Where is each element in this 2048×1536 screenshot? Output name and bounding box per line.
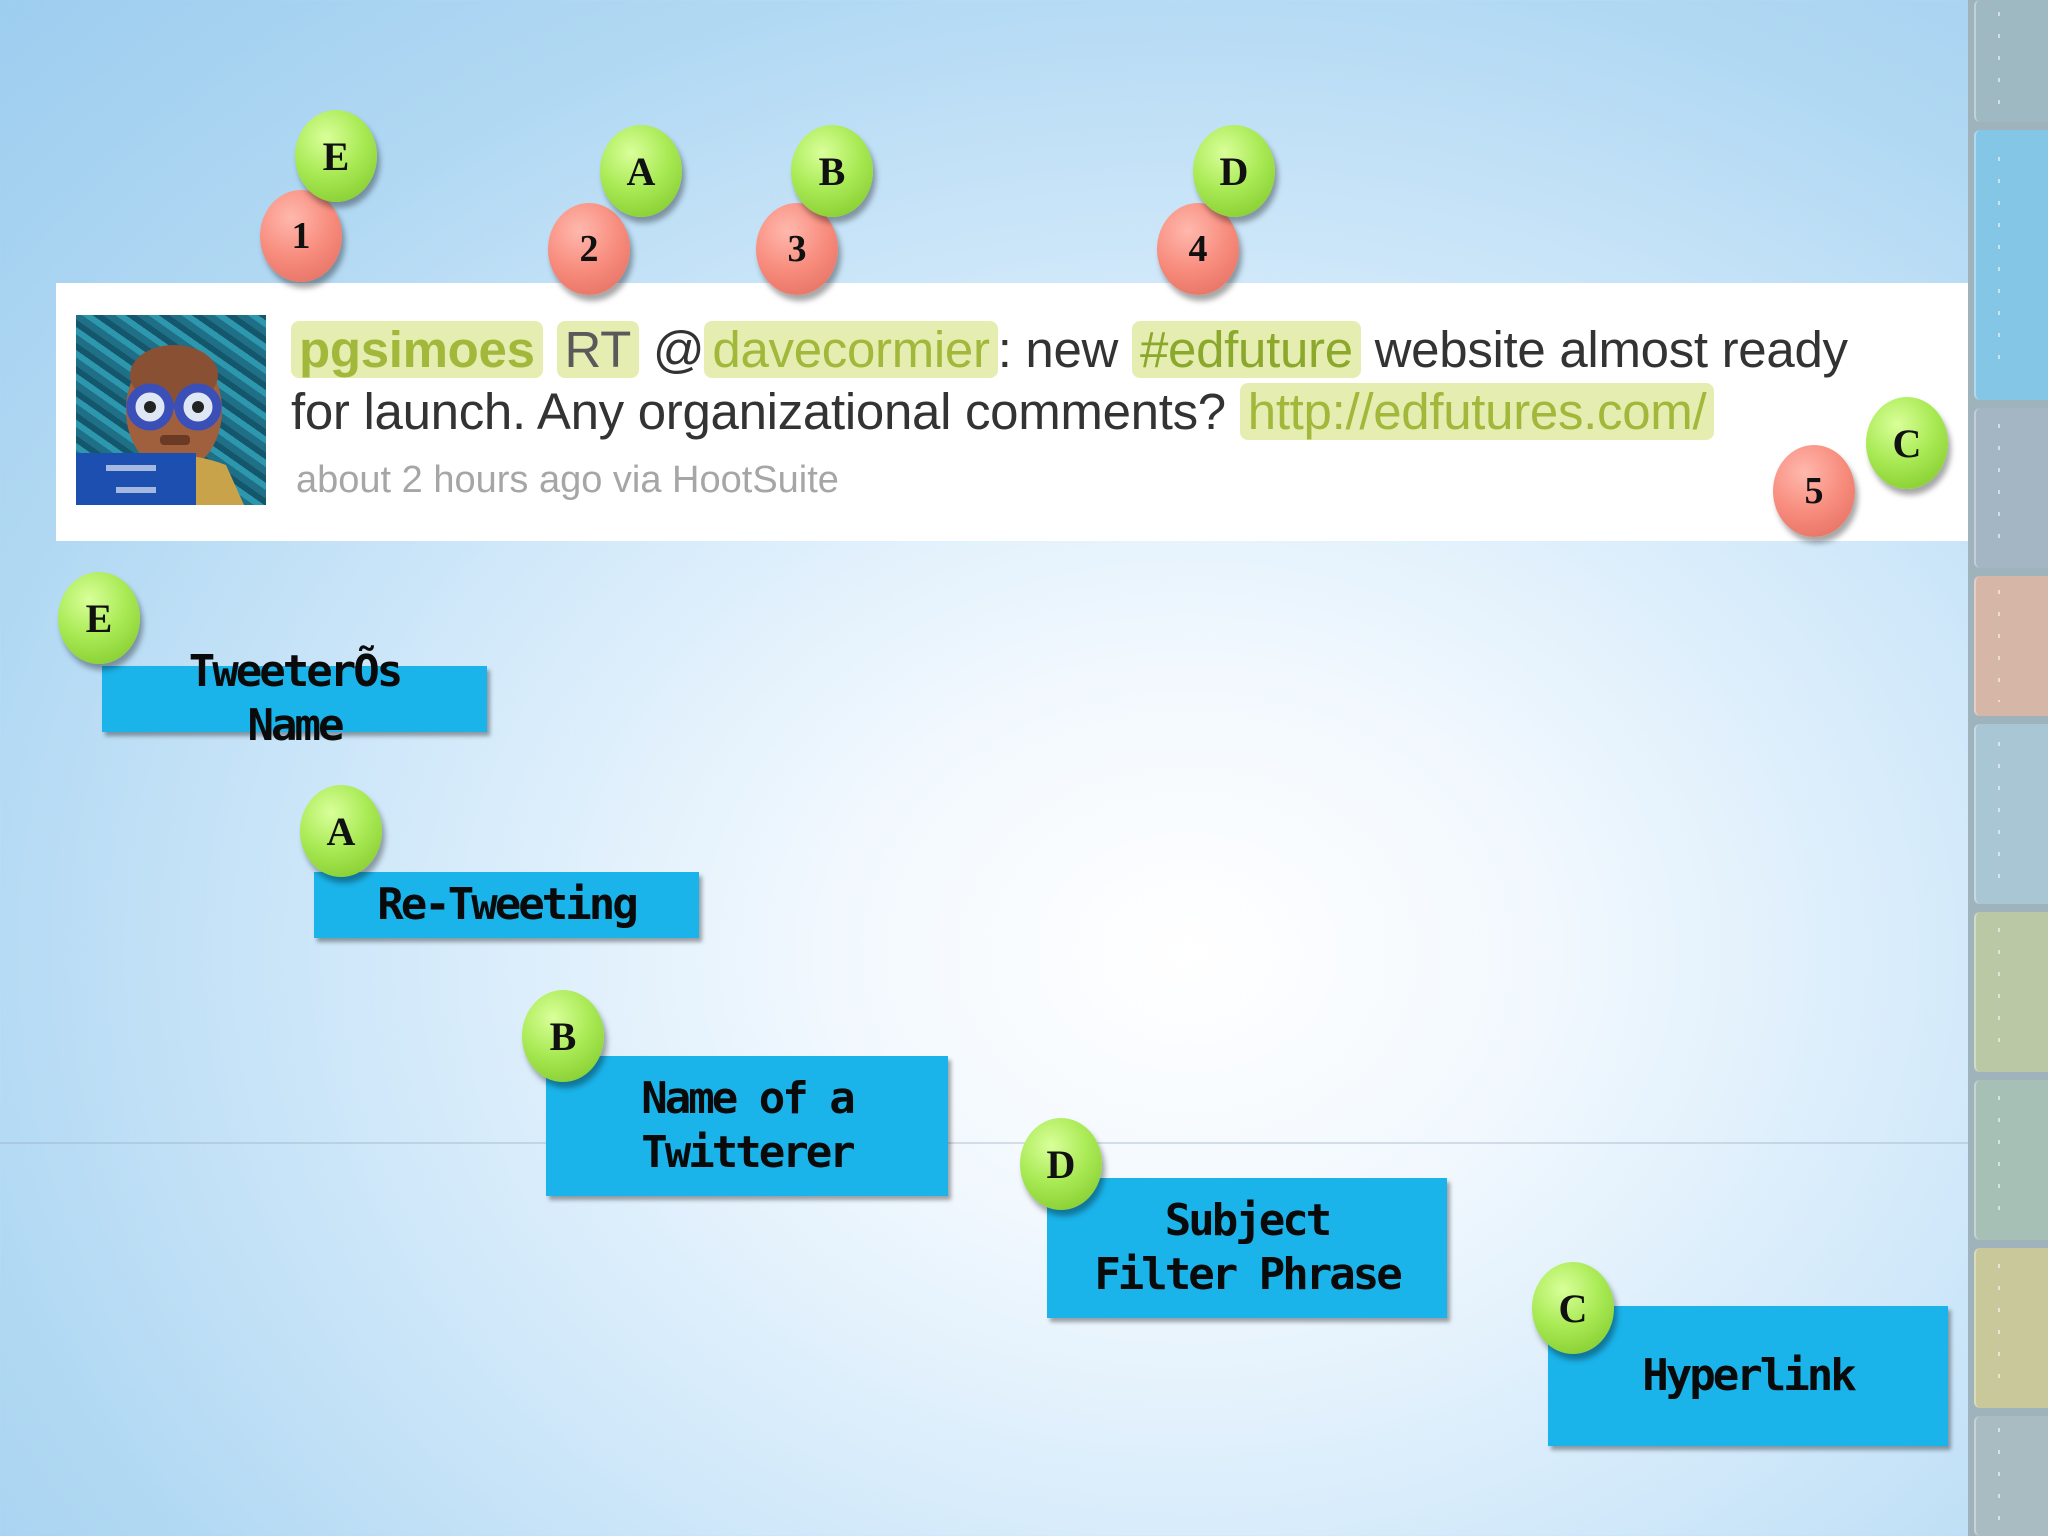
tweet-text-line-2: for launch. Any organizational comments?… bbox=[291, 381, 1715, 443]
tweet-line1-rest: website almost ready bbox=[1374, 321, 1848, 378]
tweet-colon-new: : new bbox=[997, 321, 1119, 378]
strip-segment bbox=[1974, 724, 2048, 904]
green-badge-d: D bbox=[1193, 125, 1275, 217]
red-badge-2: 2 bbox=[548, 203, 630, 295]
red-badge-3: 3 bbox=[756, 203, 838, 295]
strip-segment bbox=[1974, 912, 2048, 1072]
green-badge-a: A bbox=[600, 125, 682, 217]
tweet-card: pgsimoes RT @davecormier: new #edfuture … bbox=[56, 283, 1968, 541]
label-box-hyperlink: Hyperlink bbox=[1548, 1306, 1948, 1446]
divider-line bbox=[0, 1142, 1968, 1144]
red-badge-1: 1 bbox=[260, 190, 342, 282]
tweet-mention[interactable]: davecormier bbox=[704, 321, 998, 378]
legend-badge-e: E bbox=[58, 572, 140, 664]
tweet-username[interactable]: pgsimoes bbox=[291, 321, 543, 378]
label-box-re-tweeting: Re-Tweeting bbox=[314, 872, 699, 938]
tweet-rt: RT bbox=[556, 321, 640, 378]
tweet-meta: about 2 hours ago via HootSuite bbox=[296, 459, 839, 501]
strip-segment bbox=[1974, 1248, 2048, 1408]
legend-badge-d: D bbox=[1020, 1118, 1102, 1210]
tweet-url[interactable]: http://edfutures.com/ bbox=[1239, 383, 1715, 440]
red-badge-5: 5 bbox=[1773, 445, 1855, 537]
strip-segment bbox=[1974, 1080, 2048, 1240]
tweet-hashtag[interactable]: #edfuture bbox=[1131, 321, 1361, 378]
strip-segment bbox=[1974, 408, 2048, 568]
label-box-name-of-twitterer: Name of a Twitterer bbox=[546, 1056, 948, 1196]
red-badge-4: 4 bbox=[1157, 203, 1239, 295]
legend-badge-c: C bbox=[1532, 1262, 1614, 1354]
avatar bbox=[76, 315, 266, 505]
strip-segment bbox=[1974, 1416, 2048, 1536]
avatar-person-icon bbox=[76, 345, 244, 505]
label-box-tweeters-name: TweeterÕs Name bbox=[102, 646, 487, 751]
label-box-subject-filter-phrase: Subject Filter Phrase bbox=[1047, 1178, 1447, 1318]
green-badge-c: C bbox=[1866, 397, 1948, 489]
strip-segment bbox=[1974, 576, 2048, 716]
tweet-at-sign: @ bbox=[652, 321, 705, 378]
strip-segment bbox=[1974, 0, 2048, 122]
tweet-line2-text: for launch. Any organizational comments? bbox=[291, 383, 1226, 440]
green-badge-b: B bbox=[791, 125, 873, 217]
slide: pgsimoes RT @davecormier: new #edfuture … bbox=[0, 110, 1968, 1446]
legend-badge-a: A bbox=[300, 785, 382, 877]
tweet-text-line-1: pgsimoes RT @davecormier: new #edfuture … bbox=[291, 319, 1848, 381]
strip-segment bbox=[1974, 130, 2048, 400]
green-badge-e: E bbox=[295, 110, 377, 202]
legend-badge-b: B bbox=[522, 990, 604, 1082]
decorative-side-strip bbox=[1968, 0, 2048, 1536]
